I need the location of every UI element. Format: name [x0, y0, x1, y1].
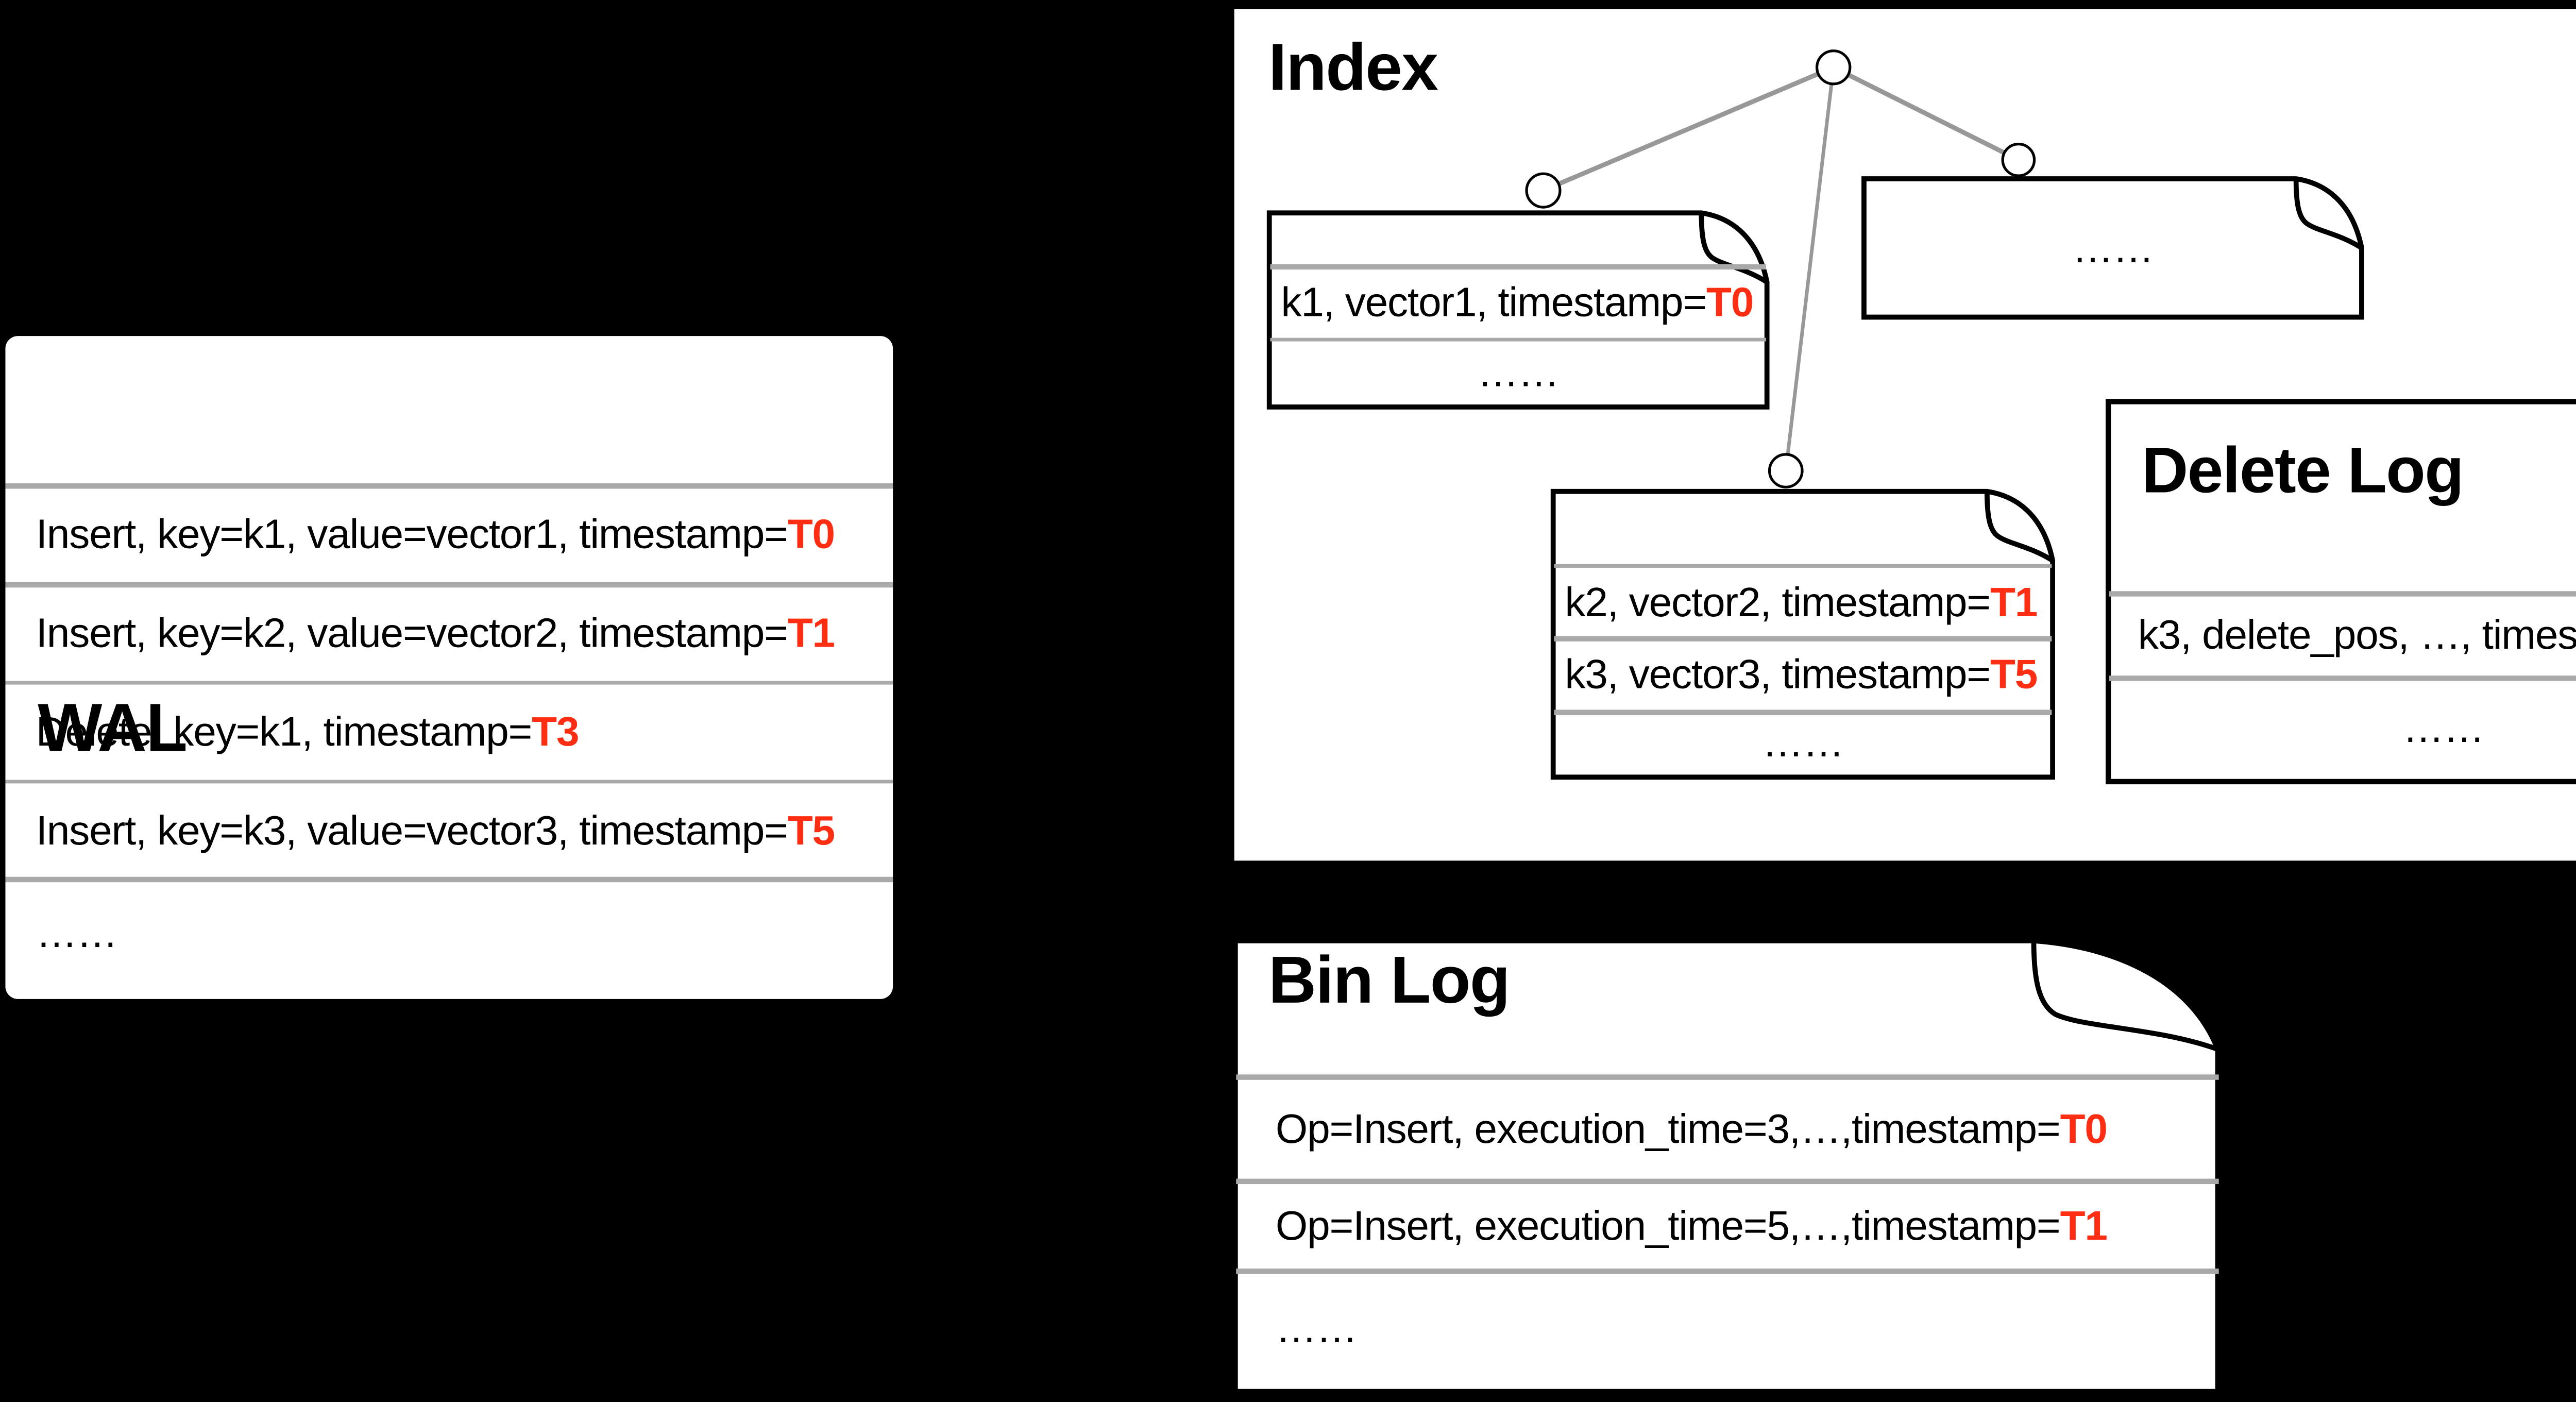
- delete-log-row-text: ……: [2402, 703, 2485, 750]
- delete-log-row-ellipsis: ……: [2106, 675, 2576, 780]
- segment-file-k2-k3: k2, vector2, timestamp=T1 k3, vector3, t…: [1550, 488, 2056, 780]
- file-row-text: k1, vector1, timestamp=: [1281, 277, 1707, 325]
- divider: [1554, 563, 2052, 568]
- timestamp-value: T5: [1990, 649, 2038, 697]
- divider: [5, 483, 893, 488]
- bin-log-row: Op=Insert, execution_time=3,…,timestamp=…: [1275, 1078, 2108, 1178]
- file-row-text: ……: [1477, 348, 1560, 396]
- divider: [1554, 710, 2052, 715]
- bin-log-row-text: Op=Insert, execution_time=3,…,timestamp=: [1275, 1104, 2061, 1151]
- divider: [1270, 336, 1766, 342]
- timestamp-value: T1: [787, 609, 835, 656]
- wal-row: Insert, key=k3, value=vector3, timestamp…: [36, 783, 835, 879]
- page-outline: [1232, 938, 2221, 1395]
- document-shape: [1232, 938, 2221, 1395]
- folded-corner: [1699, 213, 1769, 284]
- document-shape: [1550, 488, 2056, 780]
- file-row-text: k2, vector2, timestamp=: [1565, 578, 1991, 624]
- index-title: Index: [1268, 30, 1438, 105]
- file-row-ellipsis: ……: [1266, 337, 1769, 409]
- wal-row-ellipsis: ……: [36, 877, 118, 988]
- file-row: k3, vector3, timestamp=T5: [1565, 639, 2038, 708]
- timestamp-value: T0: [2060, 1104, 2108, 1151]
- timestamp-value: T1: [1990, 578, 2038, 624]
- divider: [5, 876, 893, 882]
- wal-row: Insert, key=k2, value=vector2, timestamp…: [36, 586, 835, 681]
- bin-log-row-ellipsis: ……: [1275, 1269, 1358, 1387]
- file-row: k2, vector2, timestamp=T1: [1565, 568, 2038, 636]
- wal-row-text: Insert, key=k2, value=vector2, timestamp…: [36, 609, 788, 656]
- divider: [1236, 1268, 2219, 1273]
- segment-file-more: ……: [1861, 176, 2364, 320]
- divider: [1236, 1074, 2219, 1079]
- folded-corner: [2031, 940, 2219, 1052]
- file-row-text: ……: [2072, 224, 2154, 271]
- segment-file-k1: k1, vector1, timestamp=T0 ……: [1266, 210, 1770, 410]
- divider: [1554, 636, 2052, 641]
- divider: [1270, 264, 1766, 269]
- timestamp-value: T1: [2060, 1201, 2108, 1248]
- file-row-ellipsis: ……: [1861, 176, 2364, 320]
- divider: [5, 582, 893, 587]
- file-row-ellipsis: ……: [1550, 710, 2055, 776]
- wal-row-text: Insert, key=k1, value=vector1, timestamp…: [36, 510, 788, 558]
- delete-log-row: k3, delete_pos, …, timestamp=T3: [2138, 595, 2576, 675]
- folded-corner: [2293, 178, 2363, 250]
- divider: [5, 779, 893, 784]
- bin-log: Bin Log Op=Insert, execution_time=3,…,ti…: [1232, 938, 2222, 1396]
- wal-row-text: ……: [36, 908, 118, 955]
- wal-box: WAL Insert, key=k1, value=vector1, times…: [5, 336, 893, 999]
- timestamp-value: T0: [787, 510, 835, 558]
- divider: [2109, 591, 2576, 596]
- bin-log-row-text: ……: [1275, 1303, 1358, 1350]
- delete-log: Delete Log k3, delete_pos, …, timestamp=…: [2105, 399, 2576, 785]
- document-shape: [1861, 176, 2364, 320]
- file-row: k1, vector1, timestamp=T0: [1281, 268, 1754, 336]
- bin-log-row-text: Op=Insert, execution_time=5,…,timestamp=: [1275, 1201, 2061, 1248]
- wal-title: WAL: [38, 691, 188, 768]
- bin-log-title: Bin Log: [1268, 943, 1511, 1017]
- wal-row: Insert, key=k1, value=vector1, timestamp…: [36, 487, 835, 582]
- delete-log-row-text: k3, delete_pos, …, timestamp=: [2138, 611, 2576, 658]
- document-shape: [1266, 210, 1770, 410]
- divider: [2109, 675, 2576, 680]
- timestamp-value: T3: [532, 707, 579, 755]
- file-row-text: k3, vector3, timestamp=: [1565, 649, 1991, 697]
- file-row-text: ……: [1762, 718, 1844, 766]
- timestamp-value: T5: [787, 806, 835, 854]
- wal-row: Delete, key=k1, timestamp=T3: [36, 685, 580, 780]
- bin-log-row: Op=Insert, execution_time=5,…,timestamp=…: [1275, 1183, 2108, 1269]
- divider: [1236, 1178, 2219, 1184]
- timestamp-value: T0: [1706, 277, 1754, 325]
- folded-corner: [1984, 491, 2054, 563]
- wal-row-text: Delete, key=k1, timestamp=: [36, 707, 533, 755]
- wal-row-text: Insert, key=k3, value=vector3, timestamp…: [36, 806, 788, 854]
- divider: [5, 680, 893, 685]
- delete-log-title: Delete Log: [2141, 433, 2464, 507]
